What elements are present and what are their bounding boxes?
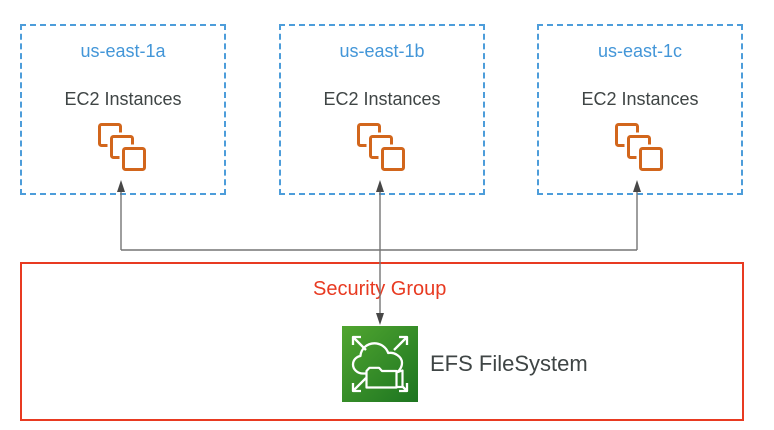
instance-square-icon <box>381 147 405 171</box>
availability-zone-label: us-east-1a <box>80 41 166 61</box>
ec2-instances-label: EC2 Instances <box>323 89 441 109</box>
ec2-instances-icon <box>615 123 665 173</box>
expand-arrow-bottom-left <box>351 377 367 393</box>
security-group-boundary <box>20 262 744 421</box>
efs-filesystem-icon <box>342 326 418 402</box>
folder-body <box>365 366 398 389</box>
availability-zone-label: us-east-1b <box>339 41 425 61</box>
ec2-instances-label: EC2 Instances <box>581 89 699 109</box>
ec2-instances-icon <box>357 123 407 173</box>
availability-zone-box-2: us-east-1b EC2 Instances <box>279 24 485 195</box>
efs-filesystem-label: EFS FileSystem <box>430 351 588 376</box>
ec2-instances-icon <box>98 123 148 173</box>
instance-square-icon <box>122 147 146 171</box>
availability-zone-label: us-east-1c <box>597 41 683 61</box>
instance-square-icon <box>639 147 663 171</box>
cloud-outline <box>351 342 404 375</box>
availability-zone-box-3: us-east-1c EC2 Instances <box>537 24 743 195</box>
availability-zone-box-1: us-east-1a EC2 Instances <box>20 24 226 195</box>
expand-arrow-top-right <box>393 335 409 351</box>
ec2-instances-label: EC2 Instances <box>64 89 182 109</box>
security-group-label: Security Group <box>313 278 447 300</box>
